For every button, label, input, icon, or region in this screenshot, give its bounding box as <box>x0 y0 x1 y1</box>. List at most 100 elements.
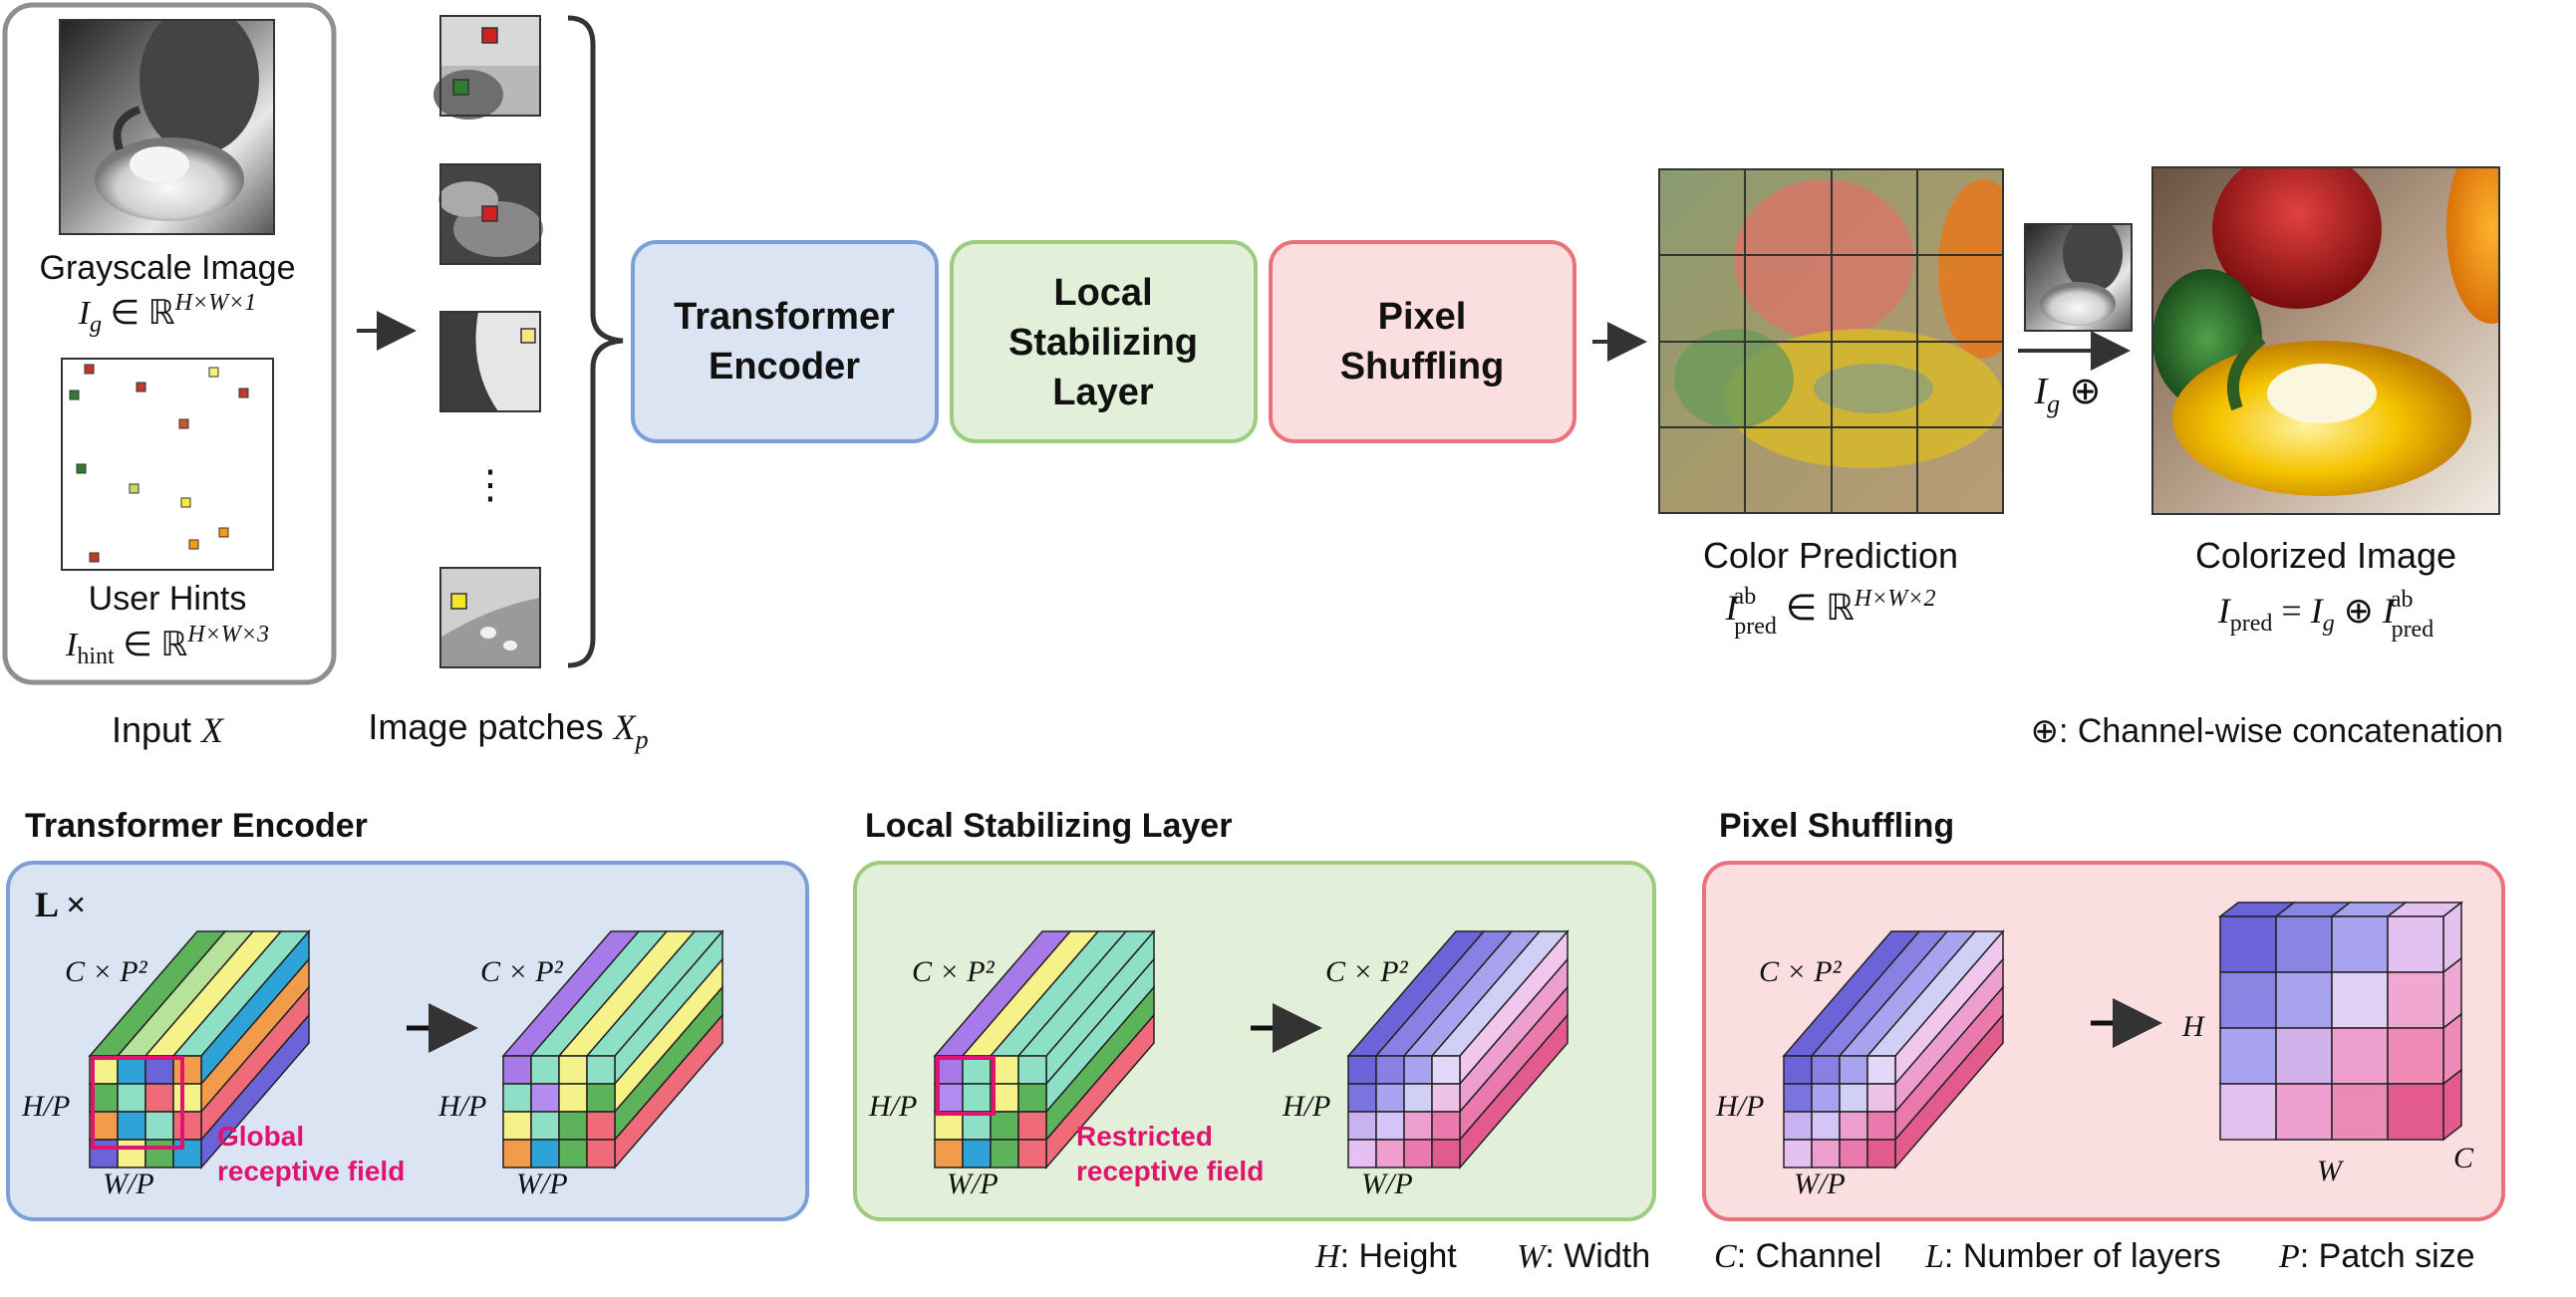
shuffle-output-cell <box>2219 971 2277 1029</box>
lsl-input-tensor-cell <box>1017 1139 1047 1168</box>
input-caption: Input X <box>112 709 225 750</box>
dim-wp-3: W/P <box>947 1167 999 1200</box>
dim-h: H <box>2181 1010 2206 1043</box>
lsl-input-tensor-cell <box>990 1111 1019 1141</box>
lsl-output-tensor-cell <box>1347 1139 1377 1168</box>
encoder-input-tensor-cell <box>117 1139 146 1168</box>
encoder-input-tensor-cell <box>144 1083 174 1113</box>
shuffle-input-tensor-cell <box>1783 1083 1813 1113</box>
dim-c: C <box>2453 1142 2474 1174</box>
shuffle-output-cell <box>2387 971 2444 1029</box>
lsl-output-tensor-cell <box>1431 1083 1461 1113</box>
shuffle-output-cell <box>2219 1083 2277 1141</box>
lsl-output-tensor-cell <box>1431 1111 1461 1141</box>
annotation-global-2: receptive field <box>217 1156 405 1186</box>
encoder-input-tensor-cell <box>144 1139 174 1168</box>
lsl-output-tensor-cell <box>1375 1139 1405 1168</box>
encoder-input-tensor-cell <box>144 1111 174 1141</box>
legend-height: H: Height <box>1314 1237 1457 1275</box>
lsl-output-tensor-cell <box>1347 1055 1377 1085</box>
dim-hp-4: H/P <box>1282 1090 1330 1123</box>
patch-4 <box>439 567 541 668</box>
dim-cp2-2: C × P² <box>480 955 564 988</box>
encoder-output-tensor-cell <box>530 1111 560 1141</box>
shuffle-output-cell <box>2275 971 2333 1029</box>
dim-hp-1: H/P <box>21 1090 70 1123</box>
patch-3 <box>439 311 541 412</box>
lsl-output-tensor-cell <box>1403 1083 1433 1113</box>
shuffle-output-cell <box>2219 915 2277 973</box>
shuffle-input-tensor-cell <box>1811 1083 1841 1113</box>
shuffle-input-tensor-cell <box>1811 1111 1841 1141</box>
stage-encoder: Transformer Encoder <box>631 240 939 443</box>
legend-channel: C: Channel <box>1714 1237 1881 1275</box>
colorized-image <box>2152 167 2499 514</box>
shuffle-output-cell <box>2387 1083 2444 1141</box>
shuffle-input-tensor-cell <box>1866 1055 1896 1085</box>
annotation-restricted-1: Restricted <box>1076 1121 1213 1152</box>
lsl-input-tensor-cell <box>934 1139 964 1168</box>
dim-cp2-5: C × P² <box>1759 955 1843 988</box>
shuffle-output-cell <box>2387 915 2444 973</box>
patches-brace <box>567 15 624 668</box>
dim-cp2-3: C × P² <box>912 955 996 988</box>
shuffle-output-cell <box>2387 1027 2444 1085</box>
svg-text:Encoder: Encoder <box>709 346 860 388</box>
shuffle-output-cell <box>2331 1027 2389 1085</box>
dim-cp2-1: C × P² <box>65 955 148 988</box>
lsl-output-tensor-cell <box>1347 1111 1377 1141</box>
panel-title-lsl: Local Stabilizing Layer <box>865 807 1232 845</box>
encoder-output-tensor-cell <box>530 1055 560 1085</box>
encoder-output-tensor-cell <box>586 1139 616 1168</box>
concat-note: ⊕: Channel-wise concatenation <box>2030 712 2503 750</box>
lsl-input-tensor-cell <box>962 1083 992 1113</box>
prediction-label: Color Prediction <box>1703 535 1958 576</box>
stage-pixel-shuffling: Pixel Shuffling <box>1269 240 1576 443</box>
shuffle-input-tensor-cell <box>1811 1055 1841 1085</box>
dim-wp-5: W/P <box>1794 1167 1846 1200</box>
legend: H: Height W: Width C: Channel L: Number … <box>1314 1237 2475 1275</box>
svg-text:Local: Local <box>1053 272 1152 314</box>
encoder-input-tensor-cell <box>144 1055 174 1085</box>
lsl-output-tensor-cell <box>1347 1083 1377 1113</box>
lsl-output-tensor-cell <box>1375 1083 1405 1113</box>
shuffle-output-cell <box>2331 1083 2389 1141</box>
annotation-global-1: Global <box>217 1121 304 1152</box>
dim-cp2-4: C × P² <box>1325 955 1409 988</box>
lsl-output-tensor-cell <box>1375 1111 1405 1141</box>
encoder-output-tensor-cell <box>586 1055 616 1085</box>
encoder-output-tensor-cell <box>502 1139 532 1168</box>
encoder-output-tensor-cell <box>558 1139 588 1168</box>
lsl-output-tensor-cell <box>1375 1055 1405 1085</box>
svg-text:Stabilizing: Stabilizing <box>1008 322 1198 364</box>
lsl-input-tensor-cell <box>1017 1111 1047 1141</box>
shuffle-output-cell <box>2331 915 2389 973</box>
dim-w: W <box>2317 1155 2345 1187</box>
shuffle-input-tensor-cell <box>1839 1055 1868 1085</box>
user-hints-image <box>61 358 274 571</box>
grayscale-math: Ig ∈ ℝH×W×1 <box>78 290 257 338</box>
panel-title-encoder: Transformer Encoder <box>25 807 368 845</box>
lsl-input-tensor-cell <box>962 1139 992 1168</box>
shuffle-input-tensor-cell <box>1783 1139 1813 1168</box>
shuffle-input-tensor-cell <box>1811 1139 1841 1168</box>
legend-patch: P: Patch size <box>2278 1237 2475 1275</box>
concat-label: Ig ⊕ <box>2034 371 2102 418</box>
dim-wp-1: W/P <box>103 1167 154 1200</box>
grayscale-thumbnail <box>2025 224 2132 331</box>
encoder-output-tensor-cell <box>530 1139 560 1168</box>
shuffle-input-tensor-cell <box>1839 1139 1868 1168</box>
encoder-input-tensor-cell <box>117 1055 146 1085</box>
svg-text:Pixel: Pixel <box>1378 296 1467 338</box>
dim-hp-5: H/P <box>1715 1090 1764 1123</box>
grayscale-image <box>60 20 274 234</box>
shuffle-input-tensor-cell <box>1866 1139 1896 1168</box>
shuffle-input-tensor-cell <box>1783 1055 1813 1085</box>
lsl-input-tensor-cell <box>934 1111 964 1141</box>
hints-math: Ihint ∈ ℝH×W×3 <box>65 622 269 669</box>
encoder-output-tensor-cell <box>502 1111 532 1141</box>
lsl-input-tensor-cell <box>962 1055 992 1085</box>
encoder-output-tensor-cell <box>530 1083 560 1113</box>
